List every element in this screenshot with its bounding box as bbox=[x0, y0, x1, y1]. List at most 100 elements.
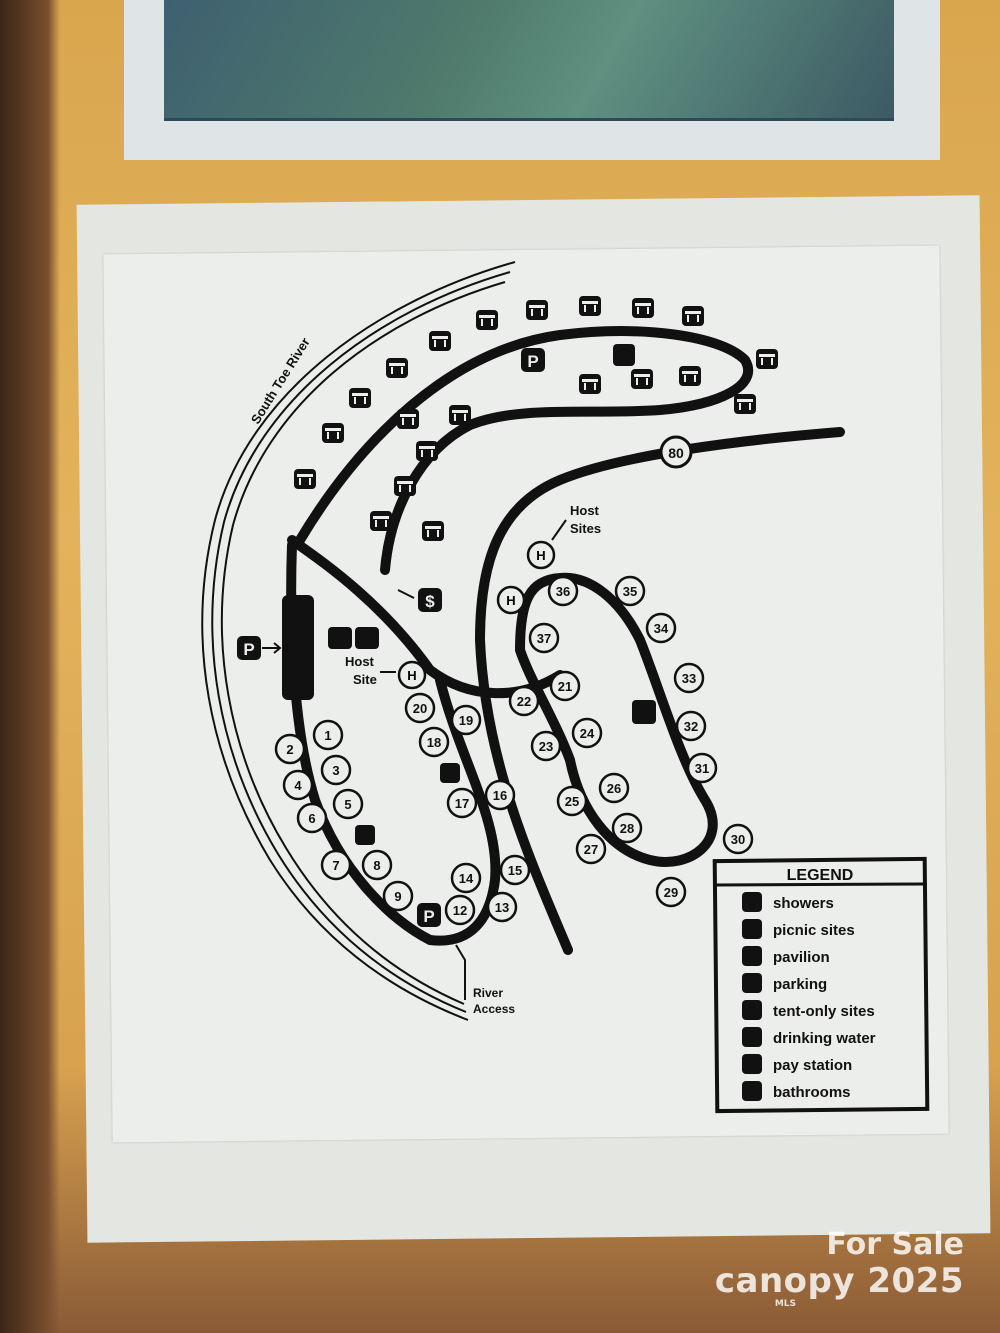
campsite-31: 31 bbox=[686, 752, 718, 784]
bathrooms-icon bbox=[742, 1081, 762, 1101]
campsite-33: 33 bbox=[673, 662, 705, 694]
drinking-water-icons bbox=[355, 344, 635, 845]
pay-station: $ bbox=[397, 588, 442, 612]
parking-icon bbox=[742, 973, 762, 993]
legend-label: parking bbox=[773, 976, 827, 993]
legend-item: drinking water bbox=[742, 1027, 876, 1047]
host-site-markers: H H H bbox=[397, 540, 556, 690]
legend-item: parking bbox=[742, 973, 827, 993]
campsite-16: 16 bbox=[484, 779, 516, 811]
campsite-number: 22 bbox=[517, 694, 531, 709]
campsite-24: 24 bbox=[571, 717, 603, 749]
campsite-number: 37 bbox=[537, 631, 551, 646]
campsite-number: 31 bbox=[695, 761, 709, 776]
road-80-marker: 80 bbox=[659, 435, 693, 469]
campsite-number: 3 bbox=[332, 763, 339, 778]
svg-text:Site: Site bbox=[353, 672, 377, 687]
legend: LEGEND showers picnic sites pavilion parkin… bbox=[712, 856, 930, 1114]
campsite-30: 30 bbox=[722, 823, 754, 855]
parking-north: P bbox=[521, 348, 545, 372]
campsite-6: 6 bbox=[296, 802, 328, 834]
campsite-number: 9 bbox=[394, 889, 401, 904]
campsite-number: 8 bbox=[373, 858, 380, 873]
parking-south: P bbox=[417, 903, 441, 927]
campsite-19: 19 bbox=[450, 704, 482, 736]
outer-loop-road bbox=[295, 326, 754, 575]
campsite-5: 5 bbox=[332, 788, 364, 820]
svg-text:80: 80 bbox=[668, 445, 684, 461]
campsite-number: 32 bbox=[684, 719, 698, 734]
drinking-water-icon bbox=[742, 1027, 762, 1047]
parking-west: P bbox=[237, 636, 282, 660]
picnic-sites bbox=[294, 296, 778, 541]
river bbox=[201, 261, 516, 1021]
campsite-number: 17 bbox=[455, 796, 469, 811]
legend-item: showers bbox=[742, 892, 834, 912]
svg-text:H: H bbox=[506, 593, 515, 608]
campsite-14: 14 bbox=[450, 862, 482, 894]
campsite-25: 25 bbox=[556, 785, 588, 817]
svg-text:P: P bbox=[527, 352, 538, 371]
campsite-15: 15 bbox=[499, 854, 531, 886]
campsite-23: 23 bbox=[530, 730, 562, 762]
campsite-number: 35 bbox=[623, 584, 637, 599]
host-sites-label: Host Sites bbox=[551, 503, 601, 541]
svg-text:Host: Host bbox=[345, 654, 375, 669]
legend-item: pay station bbox=[742, 1054, 852, 1074]
campsite-2: 2 bbox=[274, 733, 306, 765]
campsite-18: 18 bbox=[418, 726, 450, 758]
campsite-number: 5 bbox=[344, 797, 351, 812]
campsite-29: 29 bbox=[655, 876, 687, 908]
legend-item: bathrooms bbox=[742, 1081, 851, 1101]
svg-text:P: P bbox=[243, 640, 254, 659]
watermark: For Sale canopy 2025 MLS bbox=[715, 1230, 964, 1309]
campsite-number: 21 bbox=[558, 679, 572, 694]
campsite-number: 4 bbox=[294, 778, 302, 793]
campsite-number: 28 bbox=[620, 821, 634, 836]
legend-label: bathrooms bbox=[773, 1084, 851, 1101]
svg-text:P: P bbox=[423, 907, 434, 926]
legend-label: tent-only sites bbox=[773, 1003, 875, 1020]
campsite-34: 34 bbox=[645, 612, 677, 644]
campsite-number: 24 bbox=[580, 726, 595, 741]
legend-label: drinking water bbox=[773, 1030, 876, 1047]
campsite-number: 15 bbox=[508, 863, 522, 878]
campsite-number: 29 bbox=[664, 885, 678, 900]
legend-item: pavilion bbox=[742, 946, 830, 966]
campsite-number: 19 bbox=[459, 713, 473, 728]
svg-text:Access: Access bbox=[473, 1002, 515, 1016]
wood-frame-edge bbox=[0, 0, 60, 1333]
legend-label: pay station bbox=[773, 1057, 852, 1074]
watermark-brand: canopy 2025 bbox=[714, 1261, 964, 1301]
legend-title: LEGEND bbox=[787, 867, 854, 884]
pavilion-icon bbox=[742, 946, 762, 966]
svg-text:H: H bbox=[536, 548, 545, 563]
campsite-number: 25 bbox=[565, 794, 579, 809]
campsite-number: 12 bbox=[453, 903, 467, 918]
legend-item: picnic sites bbox=[742, 919, 855, 939]
campsite-8: 8 bbox=[361, 849, 393, 881]
campsite-number: 16 bbox=[493, 788, 507, 803]
legend-label: showers bbox=[773, 895, 834, 912]
svg-text:River: River bbox=[473, 986, 503, 1000]
campsite-number: 30 bbox=[731, 832, 745, 847]
campsite-32: 32 bbox=[675, 710, 707, 742]
svg-text:Sites: Sites bbox=[570, 521, 601, 536]
picnic-table-icon bbox=[742, 919, 762, 939]
showers-icon bbox=[742, 892, 762, 912]
river-label: South Toe River bbox=[248, 335, 313, 427]
campsite-number: 14 bbox=[459, 871, 474, 886]
campsite-26: 26 bbox=[598, 772, 630, 804]
campsite-number: 23 bbox=[539, 739, 553, 754]
campsite-number: 13 bbox=[495, 900, 509, 915]
campsite-13: 13 bbox=[486, 891, 518, 923]
campsite-21: 21 bbox=[549, 670, 581, 702]
campsite-number: 33 bbox=[682, 671, 696, 686]
campsite-36: 36 bbox=[547, 575, 579, 607]
campsite-1: 1 bbox=[312, 719, 344, 751]
campsite-number: 26 bbox=[607, 781, 621, 796]
forest-photo bbox=[164, 0, 894, 121]
